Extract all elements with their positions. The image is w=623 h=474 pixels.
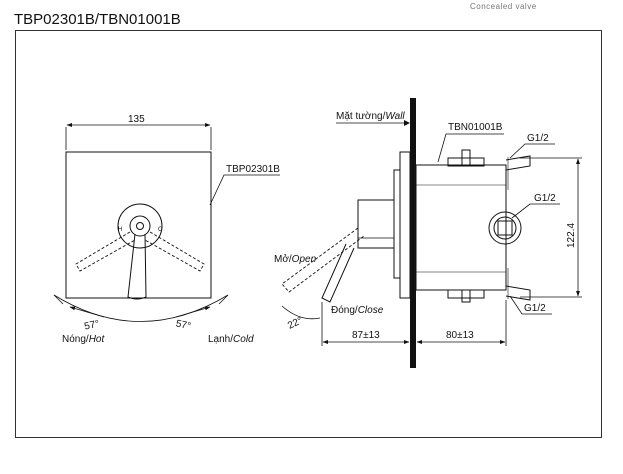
angle-right-label: 57° [175,318,192,332]
handle-lever [127,233,147,300]
open-angle-label: 22° [286,315,304,331]
cold-label: Lạnh/Cold [208,334,254,345]
hot-mark: H [118,227,122,233]
close-label: Đóng/Close [331,305,384,316]
side-handle-body [357,199,395,249]
cold-mark: C [158,227,163,233]
port-center-label: G1/2 [534,193,556,204]
bottom-port [505,285,531,301]
drawing-title: TBP02301B/TBN01001B [14,11,181,28]
top-port [505,155,531,171]
hot-label: Nóng/Hot [62,334,105,345]
wall-section [410,98,416,368]
handle-rosette [117,203,163,249]
lever-position-hot [75,231,136,272]
front-view [53,123,280,322]
side-lever-closed [321,243,355,303]
port-top-label: G1/2 [527,133,549,144]
depth-front-value: 87±13 [352,330,380,341]
cropped-header-text: Concealed valve [470,2,537,11]
cover-plate [65,151,212,299]
side-lever-open [281,227,365,293]
depth-back-value: 80±13 [446,330,474,341]
lever-position-cold [144,231,205,272]
front-part-label: TBP02301B [226,164,280,175]
drawing-frame [15,30,602,438]
side-view [281,98,582,368]
angle-left-label: 57° [83,319,100,333]
open-label: Mở/Open [274,253,317,265]
height-dimension-value: 122.4 [566,223,577,248]
swing-arc [53,294,229,322]
side-part-label: TBN01001B [448,122,503,133]
valve-body [415,164,507,291]
side-cover-plate [399,151,411,299]
width-dimension-value: 135 [128,114,145,125]
wall-label: Mặt tường/Wall [336,111,405,122]
port-bottom-label: G1/2 [524,303,546,314]
center-port [488,211,522,245]
